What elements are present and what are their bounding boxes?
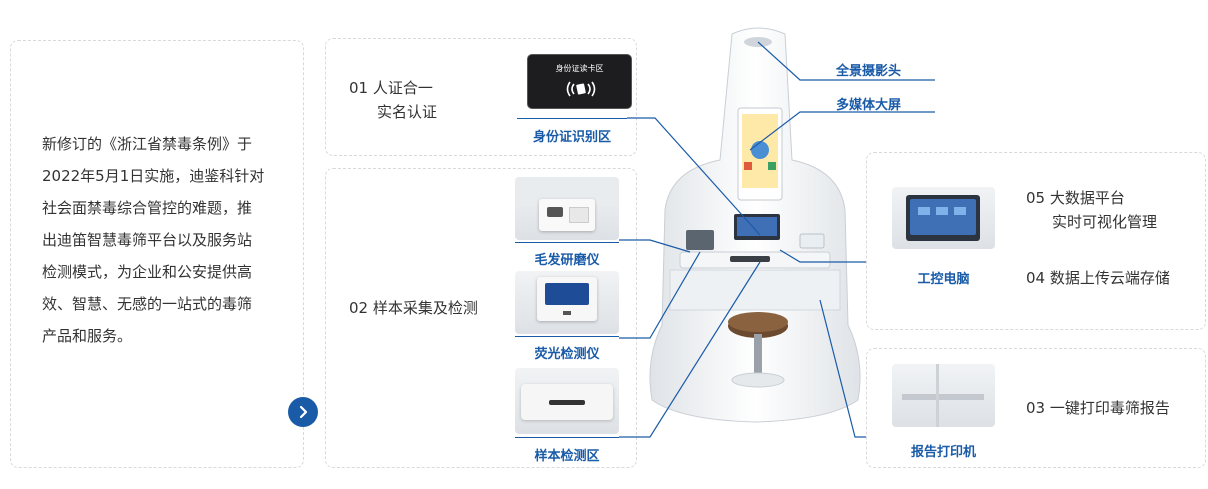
- intro-line: 社会面禁毒综合管控的难题，推: [42, 199, 253, 217]
- intro-text: 新修订的《浙江省禁毒条例》于 2022年5月1日实施，迪鉴科针对 社会面禁毒综合…: [42, 128, 292, 352]
- grinder-caption: 毛发研磨仪: [534, 253, 600, 268]
- camera-callout: 全景摄影头: [836, 64, 902, 79]
- intro-line: 产品和服务。: [42, 327, 133, 345]
- id-card-reader-label: 身份证读卡区: [555, 64, 604, 73]
- industrial-pc-image: [892, 187, 995, 249]
- fluorescence-detector-image: [515, 271, 619, 334]
- intro-panel: [10, 40, 304, 468]
- sample-divider: [515, 437, 619, 438]
- sample-detection-image: [515, 368, 619, 434]
- intro-line: 2022年5月1日实施，迪鉴科针对: [42, 167, 265, 185]
- grinder-divider: [515, 242, 619, 243]
- intro-line: 检测模式，为企业和公安提供高: [42, 263, 253, 281]
- sample-feature-title: 02 样本采集及检测: [349, 299, 478, 317]
- report-printer-image: [892, 364, 995, 427]
- id-caption: 身份证识别区: [532, 130, 611, 145]
- screen-callout: 多媒体大屏: [836, 98, 902, 113]
- pc-feature-subtitle: 实时可视化管理: [1052, 213, 1158, 231]
- intro-line: 效、智慧、无感的一站式的毒筛: [42, 295, 253, 313]
- fluorescence-divider: [515, 336, 619, 337]
- pc-feature-title: 05 大数据平台: [1026, 189, 1125, 207]
- nfc-icon: [566, 81, 596, 97]
- next-button[interactable]: [288, 397, 318, 427]
- pc-caption: 工控电脑: [917, 272, 970, 287]
- hair-grinder-image: [515, 177, 619, 240]
- print-feature-title: 03 一键打印毒筛报告: [1026, 399, 1170, 417]
- id-feature-subtitle: 实名认证: [377, 103, 438, 121]
- id-card-reader: 身份证读卡区: [527, 54, 632, 109]
- id-feature-title: 01 人证合一: [349, 79, 433, 97]
- sample-caption: 样本检测区: [534, 449, 600, 464]
- fluorescence-caption: 荧光检测仪: [534, 347, 600, 362]
- printer-caption: 报告打印机: [910, 445, 976, 460]
- chevron-right-icon: [299, 405, 308, 419]
- machine-illustration: [649, 27, 861, 423]
- intro-line: 出迪笛智慧毒筛平台以及服务站: [42, 231, 253, 249]
- cloud-storage-title: 04 数据上传云端存储: [1026, 269, 1170, 287]
- id-divider: [517, 118, 627, 119]
- intro-line: 新修订的《浙江省禁毒条例》于: [42, 135, 253, 153]
